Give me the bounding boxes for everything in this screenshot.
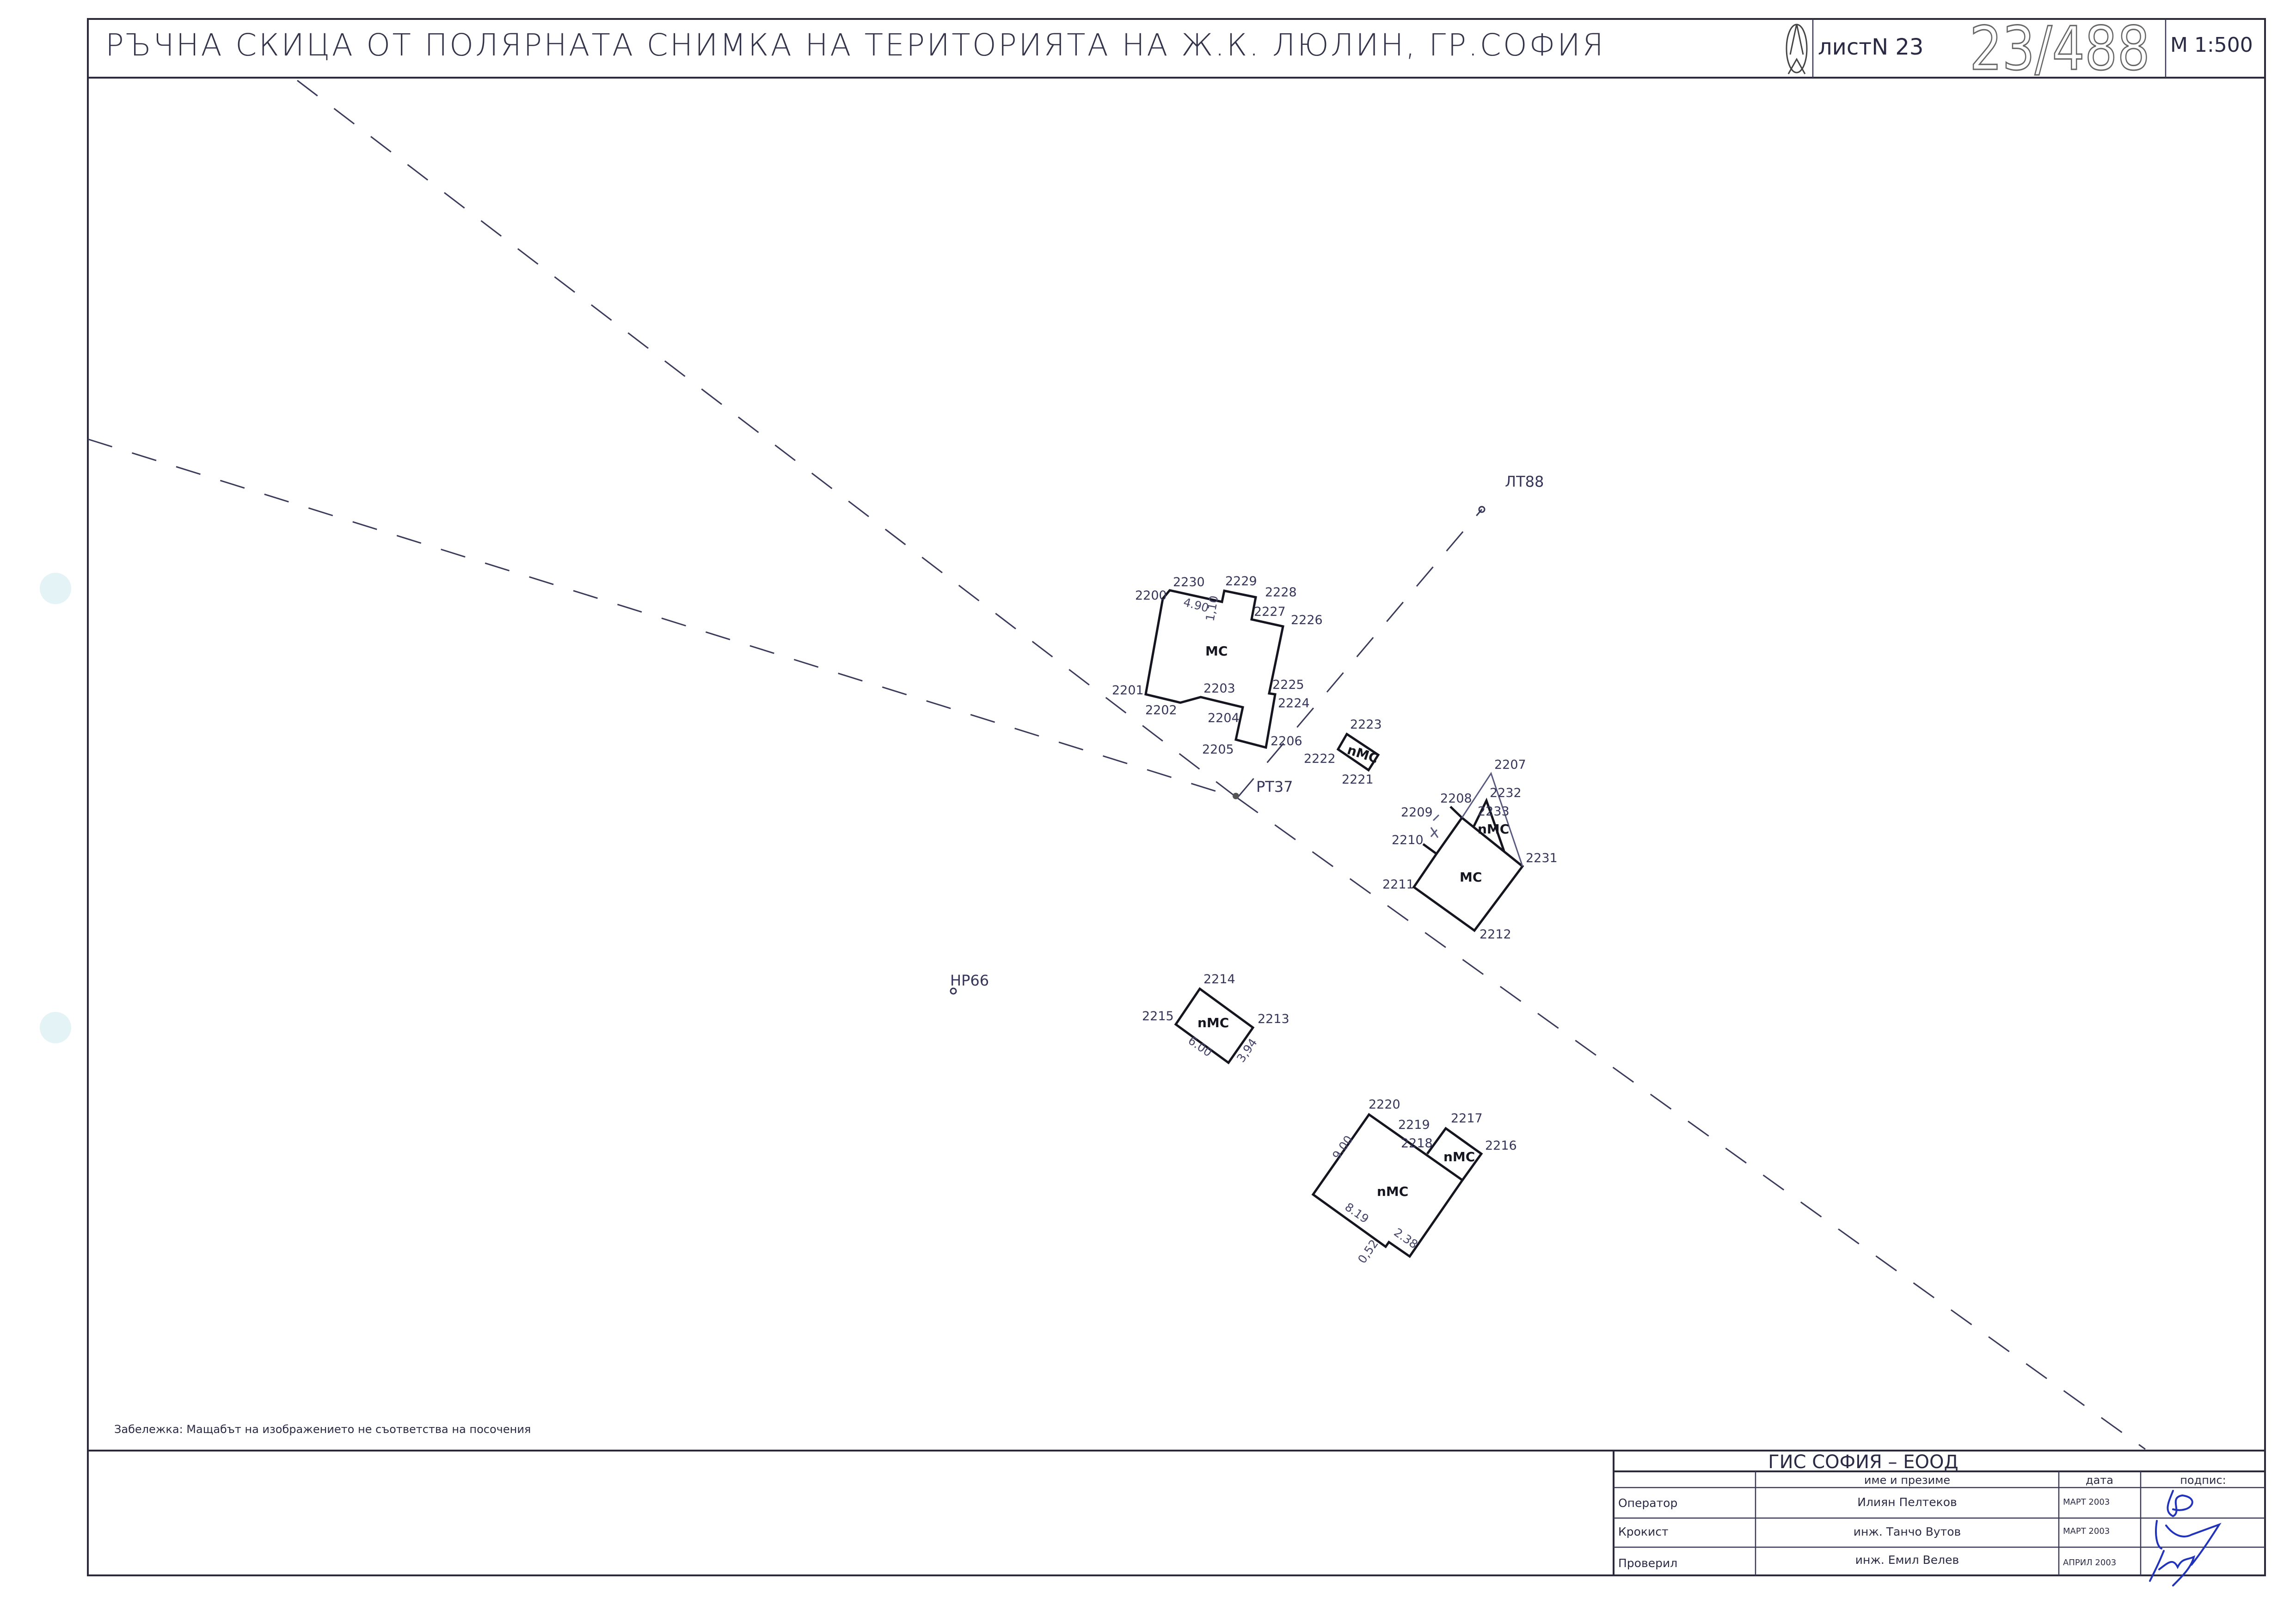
point-label: 2228 xyxy=(1265,585,1297,600)
auxiliary-line xyxy=(1430,814,1440,838)
row-name: Илиян Пелтеков xyxy=(1857,1495,1957,1509)
building-use: nМС xyxy=(1345,742,1380,766)
building-2: nМС 2223 2222 2221 xyxy=(1304,717,1382,787)
building-4: nМС 2214 2215 2213 6.00 3,94 xyxy=(1142,972,1289,1065)
dimension-label: 8.19 xyxy=(1343,1200,1371,1226)
point-label: 2227 xyxy=(1254,605,1286,619)
station-point-icon xyxy=(950,987,957,995)
building-outline xyxy=(1422,843,1437,855)
point-label: 2222 xyxy=(1304,752,1336,766)
building-outline xyxy=(1449,806,1463,819)
point-label: 2205 xyxy=(1202,742,1234,757)
sight-line xyxy=(297,80,1238,799)
point-label: 2207 xyxy=(1494,758,1526,772)
point-label: 2209 xyxy=(1401,805,1433,820)
annex-use: nМС xyxy=(1443,1149,1475,1164)
point-label: 2225 xyxy=(1272,678,1304,692)
station-point-icon xyxy=(1478,506,1486,513)
row-role: Проверил xyxy=(1618,1556,1677,1570)
dimension-label: 6.00 xyxy=(1186,1034,1215,1060)
station-label: РТ37 xyxy=(1256,778,1293,796)
building-outline xyxy=(1174,987,1255,1065)
point-label: 2201 xyxy=(1112,683,1144,698)
point-label: 2226 xyxy=(1291,613,1323,627)
point-label: 2202 xyxy=(1145,703,1177,717)
row-date: МАРТ 2003 xyxy=(2063,1526,2110,1536)
sight-line xyxy=(1237,797,2146,1450)
title-block: ГИС СОФИЯ – ЕООД име и презиме дата подп… xyxy=(1613,1450,2266,1586)
point-label: 2210 xyxy=(1392,833,1424,847)
point-label: 2231 xyxy=(1526,851,1558,865)
building-use: МС xyxy=(1205,643,1228,659)
row-name: инж. Емил Велев xyxy=(1855,1553,1959,1567)
building-use: nМС xyxy=(1377,1184,1408,1199)
point-label: 2217 xyxy=(1451,1111,1483,1126)
page-title: РЪЧНА СКИЦА ОТ ПОЛЯРНАТА СНИМКА НА ТЕРИТ… xyxy=(105,27,1603,63)
station-label: ЛТ88 xyxy=(1505,473,1544,490)
handwritten-sheet-id: 23/488 xyxy=(1970,13,2150,84)
sight-line xyxy=(1236,509,1483,798)
station-point-icon xyxy=(1233,793,1239,799)
row-name: инж. Танчо Вутов xyxy=(1854,1525,1961,1538)
building-outline xyxy=(1336,732,1380,772)
point-label: 2211 xyxy=(1382,877,1414,892)
point-label: 2213 xyxy=(1258,1012,1289,1026)
gis-sofia-logo-icon xyxy=(1786,24,1808,74)
sight-line xyxy=(87,438,1238,799)
point-label: 2221 xyxy=(1342,772,1374,787)
signature-surveyor xyxy=(2155,1520,2222,1566)
company-name: ГИС СОФИЯ – ЕООД xyxy=(1768,1452,1958,1473)
point-label: 2215 xyxy=(1142,1009,1174,1023)
point-label: 2212 xyxy=(1480,927,1511,942)
building-3: МС nМС 2207 2232 2208 2209 2233 2210 223… xyxy=(1382,758,1558,942)
building-outline xyxy=(1144,589,1284,749)
sheet-frame xyxy=(87,18,2266,1576)
row-role: Крокист xyxy=(1618,1525,1669,1538)
row-date: МАРТ 2003 xyxy=(2063,1497,2110,1507)
punch-hole xyxy=(40,573,71,604)
signature-operator xyxy=(2167,1490,2193,1518)
point-label: 2224 xyxy=(1278,696,1310,710)
building-outline xyxy=(1412,816,1524,932)
station-label: НР66 xyxy=(950,972,989,989)
point-label: 2206 xyxy=(1271,734,1302,748)
building-use: nМС xyxy=(1197,1015,1229,1030)
scale-note: Забележка: Мащабът на изображението не с… xyxy=(114,1423,531,1436)
building-1: МС 2200 2230 2229 2228 2227 2226 2225 22… xyxy=(1112,574,1323,757)
row-date: АПРИЛ 2003 xyxy=(2063,1558,2116,1568)
sheet-number: листN 23 xyxy=(1818,34,1923,60)
column-header-name: име и презиме xyxy=(1864,1474,1950,1487)
column-header-date: дата xyxy=(2086,1474,2113,1487)
point-label: 2200 xyxy=(1135,588,1167,603)
point-label: 2204 xyxy=(1208,711,1240,725)
column-header-signature: подпис: xyxy=(2180,1474,2226,1487)
point-label: 2229 xyxy=(1225,574,1257,588)
point-label: 2214 xyxy=(1203,972,1235,986)
point-label: 2232 xyxy=(1490,786,1522,800)
point-label: 2216 xyxy=(1485,1139,1517,1153)
building-5: nМС nМС 2220 2219 2218 2217 2216 9.00 8.… xyxy=(1311,1097,1517,1266)
annex-outline xyxy=(1473,797,1505,851)
row-role: Оператор xyxy=(1618,1496,1677,1510)
signature-checker xyxy=(2149,1550,2195,1586)
point-label: 2218 xyxy=(1401,1136,1433,1151)
point-label: 2230 xyxy=(1173,575,1205,589)
punch-hole xyxy=(40,1012,71,1043)
point-label: 2220 xyxy=(1369,1097,1400,1112)
point-label: 2233 xyxy=(1478,804,1510,819)
auxiliary-line xyxy=(1461,772,1523,867)
point-label: 2219 xyxy=(1398,1118,1430,1132)
annex-use: nМС xyxy=(1478,821,1509,837)
point-label: 2208 xyxy=(1440,791,1472,806)
point-label: 2203 xyxy=(1203,681,1235,696)
point-label: 2223 xyxy=(1350,717,1382,732)
annex-outline xyxy=(1426,1127,1483,1181)
building-use: МС xyxy=(1460,870,1482,885)
scale-label: M 1:500 xyxy=(2170,33,2253,57)
